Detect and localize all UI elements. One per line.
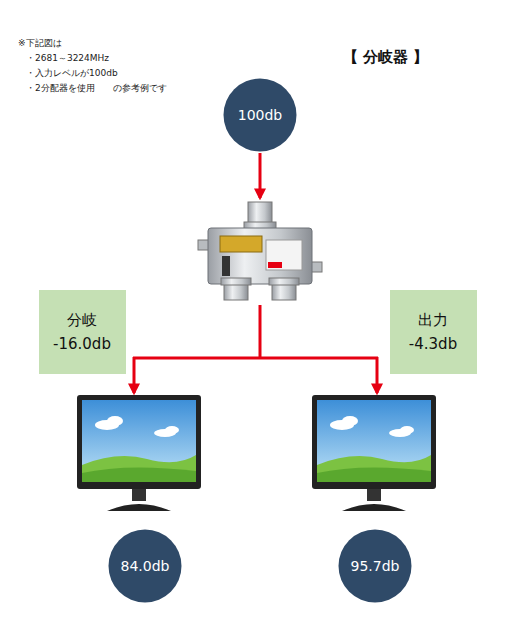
node-text: 分岐 [67, 308, 97, 332]
node-text: -4.3db [409, 332, 457, 356]
circle-fill [109, 530, 182, 603]
node-text: 95.7db [351, 555, 400, 577]
level-circle: 84.0db [108, 529, 182, 603]
loss-box: 分岐-16.0db [39, 290, 126, 374]
signal-wire [133, 153, 378, 393]
node-text: 84.0db [121, 555, 170, 577]
box-fill [39, 290, 126, 374]
node-text: 100db [238, 104, 283, 126]
circle-fill [224, 79, 297, 152]
note-text: ・入力レベルが100db [26, 68, 118, 79]
note-text: ・2分配器を使用 の参考例です [26, 83, 167, 94]
splitter-picture [198, 202, 322, 300]
tv-picture [77, 395, 201, 511]
box-fill [390, 290, 477, 374]
level-circle: 95.7db [338, 529, 412, 603]
note-text: ・2681～3224MHz [26, 53, 109, 64]
loss-box: 出力-4.3db [390, 290, 477, 374]
tv-picture [312, 395, 436, 511]
node-text: -16.0db [53, 332, 111, 356]
note-text: ※下記図は [18, 38, 62, 49]
box-shape [39, 290, 126, 374]
node-text: 出力 [418, 308, 448, 332]
box-shape [390, 290, 477, 374]
level-circle: 100db [223, 78, 297, 152]
circle-fill [339, 530, 412, 603]
diagram-title: 【 分岐器 】 [343, 48, 428, 67]
